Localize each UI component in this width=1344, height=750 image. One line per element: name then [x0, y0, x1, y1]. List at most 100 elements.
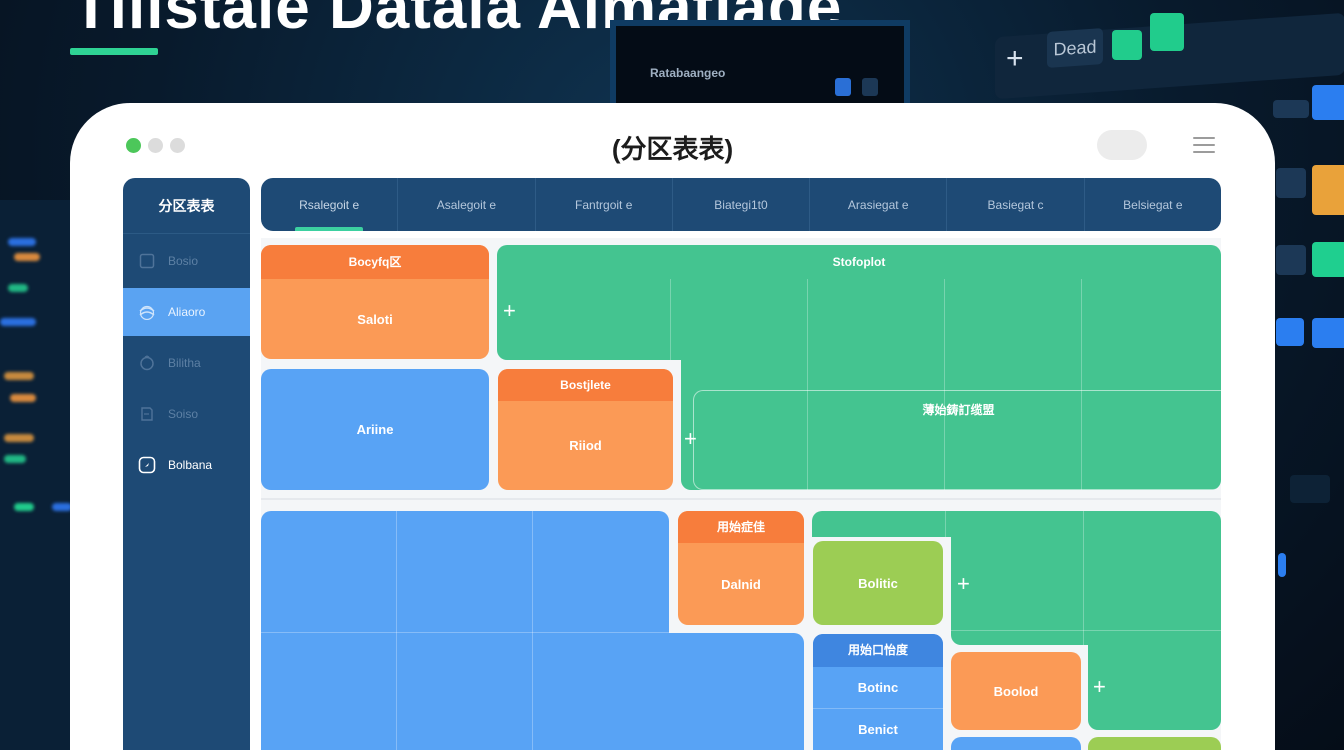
server-led — [4, 372, 34, 380]
block-header: 用始症佳 — [678, 511, 804, 543]
background-swatch — [1276, 168, 1306, 198]
background-swatch — [1278, 553, 1286, 577]
tab-4[interactable]: Biategi1t0 — [673, 178, 811, 231]
sidebar-item-bosio[interactable]: Bosio — [123, 237, 250, 285]
active-tab-indicator — [295, 227, 363, 231]
background-server-rack — [0, 200, 72, 750]
block-header: Stofoplot — [832, 255, 886, 269]
partition-block-large-lower[interactable]: 薄始鋳訂缆盟 — [681, 358, 1221, 490]
grid-line — [670, 279, 671, 360]
background-swatch — [1312, 318, 1344, 348]
doc-icon — [138, 405, 156, 423]
partition-block[interactable]: Bolitic — [813, 541, 943, 625]
server-led — [52, 503, 72, 511]
tab-label: Asalegoit e — [436, 197, 497, 212]
sidebar-item-soiso[interactable]: Soiso — [123, 390, 250, 438]
grid-line — [261, 632, 669, 633]
block-header: 用始口怡度 — [813, 634, 943, 667]
background-monitor-button — [862, 78, 878, 96]
window-maximize-button[interactable] — [170, 138, 185, 153]
hamburger-icon[interactable] — [1193, 137, 1215, 158]
grid-line — [807, 279, 808, 360]
tab-label: Fantrgoit e — [575, 197, 633, 212]
partition-block[interactable]: Bostjlete Riiod — [498, 369, 673, 490]
block-row[interactable]: Botinc — [813, 667, 943, 709]
background-swatch — [1312, 85, 1344, 120]
partition-block[interactable]: Boolod — [951, 652, 1081, 730]
layers-icon — [138, 303, 156, 321]
tab-label: Rsalegoit e — [299, 197, 360, 212]
window-toggle-switch[interactable] — [1097, 130, 1147, 160]
block-label: Riiod — [569, 438, 602, 453]
partition-block-large-mid[interactable] — [951, 528, 1221, 645]
tab-label: Arasiegat e — [847, 197, 909, 212]
sidebar-item-label: Bilitha — [168, 356, 201, 370]
add-partition-icon[interactable]: + — [684, 426, 697, 451]
server-led — [0, 318, 36, 326]
partition-block-large[interactable] — [261, 511, 669, 750]
server-led — [4, 455, 26, 463]
square-icon — [138, 252, 156, 270]
partition-canvas: Bocyfq区 Saloti Stofoplot + 薄始鋳訂缆盟 + Arii… — [261, 238, 1221, 750]
grid-line — [1083, 528, 1084, 645]
background-monitor-label: Ratabaangeo — [650, 66, 726, 80]
partition-block[interactable]: Ariine — [261, 369, 489, 490]
grid-line — [951, 630, 1221, 631]
tab-7[interactable]: Belsiegat e — [1085, 178, 1221, 231]
grid-line — [944, 358, 945, 490]
window-close-button[interactable] — [126, 138, 141, 153]
tab-6[interactable]: Basiegat c — [947, 178, 1085, 231]
tab-1[interactable]: Rsalegoit e — [261, 178, 399, 231]
partition-block-large[interactable]: Stofoplot — [497, 245, 1221, 360]
window-minimize-button[interactable] — [148, 138, 163, 153]
background-monitor-button — [835, 78, 851, 96]
partition-block[interactable] — [951, 737, 1081, 750]
grid-line — [532, 511, 533, 750]
block-label: Boolod — [993, 683, 1039, 699]
plus-icon: + — [1006, 42, 1024, 75]
block-label: Saloti — [357, 311, 393, 327]
sidebar-item-label: Aliaoro — [168, 305, 206, 319]
tab-label: Belsiegat e — [1123, 197, 1183, 212]
add-partition-icon[interactable]: + — [1093, 674, 1106, 699]
tab-label: Basiegat c — [987, 197, 1044, 212]
block-label: Bolitic — [858, 575, 898, 591]
background-swatch — [1273, 100, 1309, 118]
partition-block[interactable] — [1088, 737, 1221, 750]
background-swatch — [1276, 245, 1306, 275]
tab-label: Biategi1t0 — [714, 197, 768, 212]
add-partition-icon[interactable]: + — [503, 298, 516, 323]
server-led — [4, 434, 34, 442]
partition-block-large-bottom[interactable] — [1088, 638, 1221, 730]
add-partition-icon[interactable]: + — [957, 571, 970, 596]
partition-block-large-ext[interactable] — [665, 633, 804, 750]
partition-block[interactable]: 用始症佳 Dalnid — [678, 511, 804, 625]
tab-3[interactable]: Fantrgoit e — [536, 178, 673, 231]
background-swatch — [1276, 318, 1304, 346]
grid-line — [396, 511, 397, 750]
grid-line — [1081, 358, 1082, 490]
block-row[interactable]: Benict — [858, 722, 898, 737]
block-header: 薄始鋳訂缆盟 — [922, 402, 995, 417]
block-header: Bocyfq区 — [261, 245, 489, 279]
sidebar-item-label: Soiso — [168, 407, 199, 421]
background-chevron — [1290, 475, 1330, 503]
sidebar-item-bolbana[interactable]: Bolbana — [123, 441, 250, 489]
sidebar-item-bilitha[interactable]: Bilitha — [123, 339, 250, 387]
tab-5[interactable]: Arasiegat e — [810, 178, 948, 231]
compass-icon — [138, 456, 156, 474]
server-led — [8, 284, 28, 292]
section-divider — [261, 498, 1221, 500]
tab-2[interactable]: Asalegoit e — [398, 178, 536, 231]
partition-block-list[interactable]: 用始口怡度 Botinc Benict — [813, 634, 943, 750]
background-swatch — [1312, 242, 1344, 277]
sidebar-item-aliaoro[interactable]: Aliaoro — [123, 288, 250, 336]
background-monitor — [610, 20, 910, 105]
nested-partition[interactable]: 薄始鋳訂缆盟 — [693, 390, 1221, 490]
grid-line — [945, 511, 946, 537]
partition-block[interactable]: Bocyfq区 Saloti — [261, 245, 489, 359]
block-label: Ariine — [356, 422, 394, 437]
sidebar-header: 分区表表 — [123, 178, 250, 234]
headline-accent-bar — [70, 48, 158, 55]
background-swatch — [1312, 165, 1344, 215]
